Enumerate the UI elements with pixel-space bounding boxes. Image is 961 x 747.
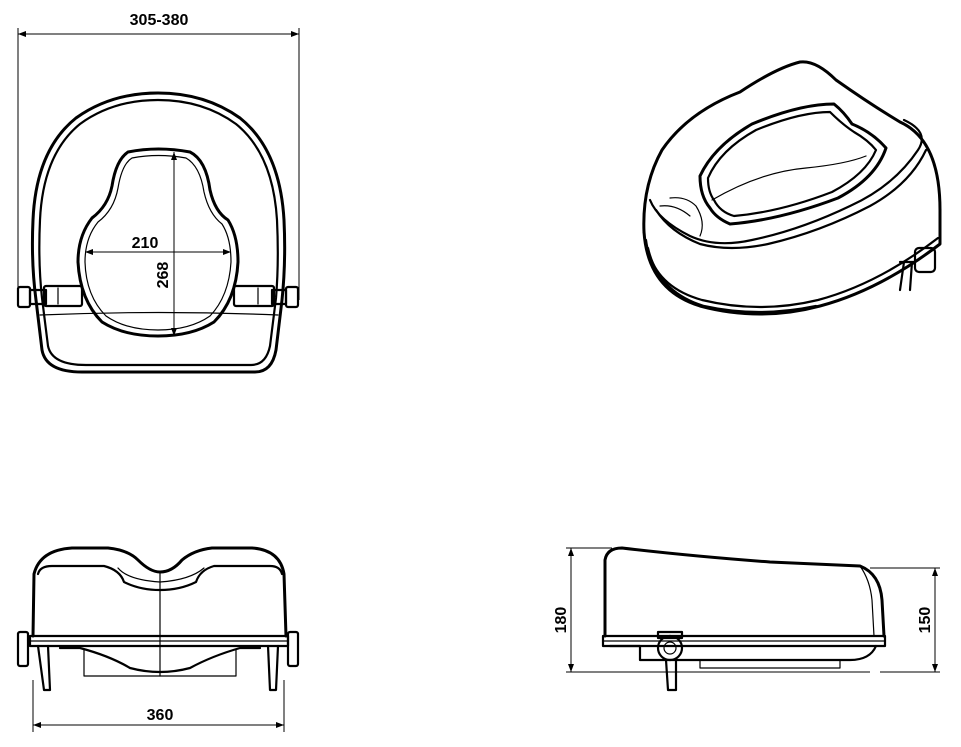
dim-label-front-width: 360 <box>147 707 174 724</box>
left-bracket <box>16 284 84 309</box>
right-bracket <box>232 284 300 309</box>
iso-knob <box>898 246 937 292</box>
side-view: 180 150 <box>553 546 940 692</box>
front-view: 360 <box>16 546 300 732</box>
side-knob <box>656 630 684 692</box>
dim-overall-width: 305-380 <box>17 12 300 300</box>
isometric-view <box>642 60 942 316</box>
dim-opening: 210 268 <box>85 152 231 336</box>
dim-label-opening-length: 268 <box>155 262 172 289</box>
dim-label-overall-width: 305-380 <box>130 12 189 29</box>
dim-front-width: 360 <box>32 680 285 732</box>
dim-rear-height: 180 <box>553 547 870 673</box>
dim-label-opening-width: 210 <box>132 235 159 252</box>
top-view: 305-380 210 268 <box>16 12 300 374</box>
dim-label-rear-height: 180 <box>553 607 570 634</box>
dim-label-front-height: 150 <box>917 607 934 634</box>
dim-front-height: 150 <box>870 567 940 673</box>
